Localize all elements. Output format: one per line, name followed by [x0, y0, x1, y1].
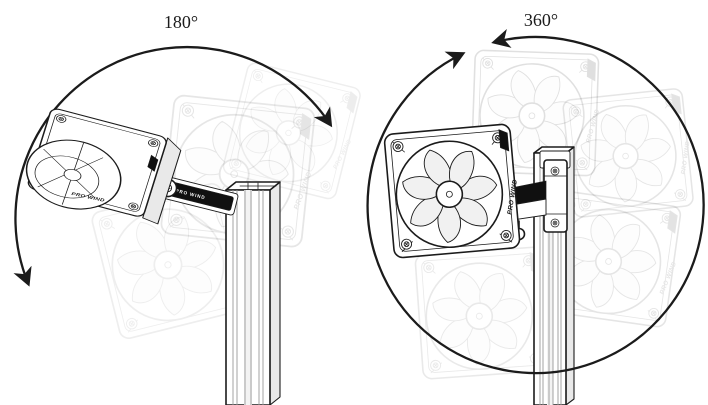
rotation-arrow-180-icon — [13, 45, 333, 287]
figure-rotation-180: 180° PRO WIND — [13, 12, 366, 405]
angle-label-360: 360° — [524, 10, 558, 30]
angle-label-180: 180° — [164, 12, 198, 32]
mounting-arm-180: PRO WIND — [158, 176, 239, 216]
rotation-arrow-360-icon — [366, 29, 705, 375]
figure-rotation-360: 360° — [366, 10, 705, 405]
fan-brand-label: PRO WIND — [71, 192, 105, 204]
fan-assembly-180: PRO WIND — [25, 108, 182, 225]
mounting-pole-180 — [225, 181, 281, 405]
fan-assembly-360 — [384, 123, 525, 258]
